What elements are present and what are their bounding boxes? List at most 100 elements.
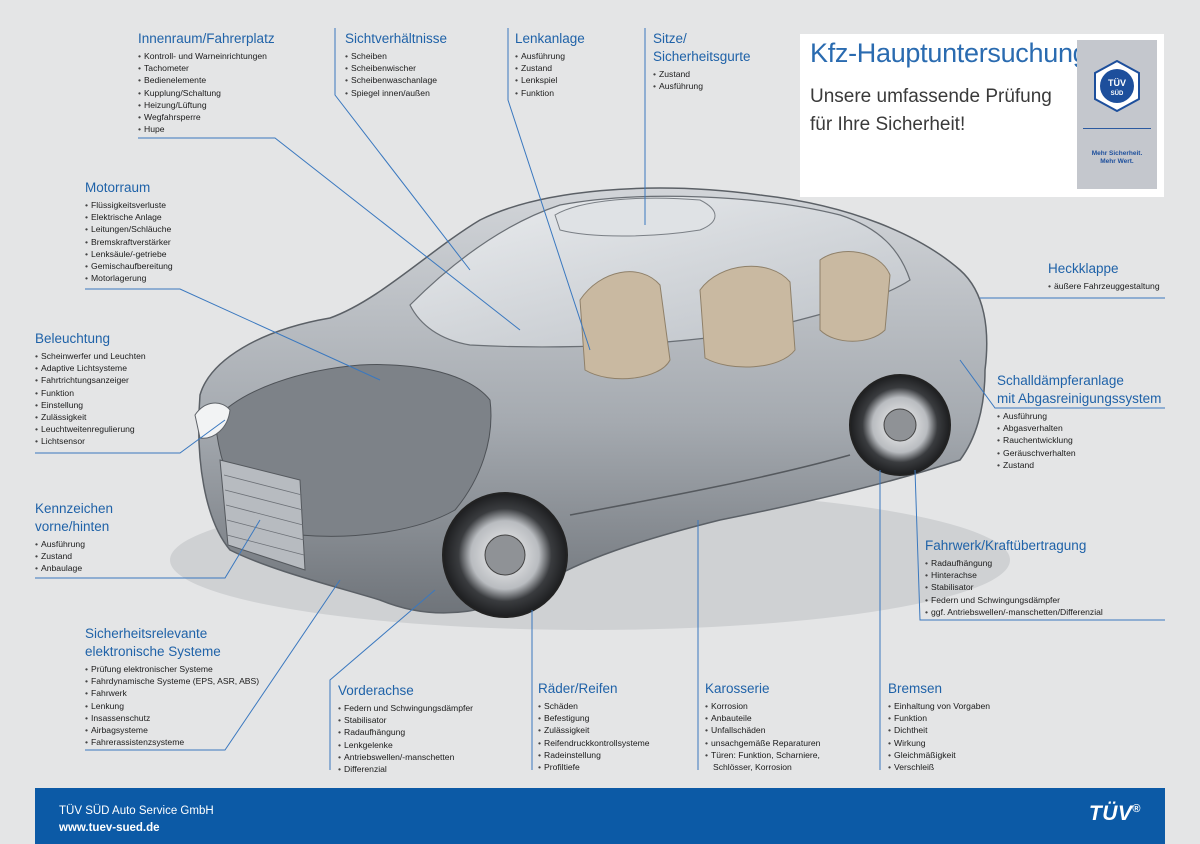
list-item: Anbaulage (35, 562, 113, 574)
label-sichtverhaeltnisse: Sichtverhältnisse ScheibenScheibenwische… (345, 30, 447, 99)
list-item: ggf. Antriebswellen/-manschetten/Differe… (925, 606, 1103, 618)
label-lenkanlage-list: AusführungZustandLenkspielFunktion (515, 50, 585, 99)
page-title: Kfz-Hauptuntersuchung (810, 38, 1088, 68)
list-item: Heizung/Lüftung (138, 99, 275, 111)
seal-text: TÜV (1108, 78, 1126, 88)
list-item: Bedienelemente (138, 74, 275, 86)
list-item: Bremskraftverstärker (85, 236, 173, 248)
label-elektronik: Sicherheitsrelevante elektronische Syste… (85, 625, 259, 748)
list-item: Insassenschutz (85, 712, 259, 724)
label-innenraum-list: Kontroll- und WarneinrichtungenTachomete… (138, 50, 275, 135)
list-item: Ausführung (515, 50, 585, 62)
list-item: Zustand (515, 62, 585, 74)
list-item: Befestigung (538, 712, 650, 724)
list-item: Lenkspiel (515, 74, 585, 86)
list-item: Zustand (35, 550, 113, 562)
label-heckklappe-list: äußere Fahrzeuggestaltung (1048, 280, 1160, 292)
slogan-line-2: Mehr Wert. (1100, 158, 1134, 165)
list-item: Antriebswellen/-manschetten (338, 751, 473, 763)
label-vorderachse-list: Federn und SchwingungsdämpferStabilisato… (338, 702, 473, 775)
footer-website-link[interactable]: www.tuev-sued.de (59, 822, 160, 834)
list-item: Differenzial (338, 763, 473, 775)
label-vorderachse: Vorderachse Federn und Schwingungsdämpfe… (338, 682, 473, 775)
list-item: Ausführung (35, 538, 113, 550)
list-item: Anbauteile (705, 712, 820, 724)
list-item: Lichtsensor (35, 435, 146, 447)
label-sitze-list: ZustandAusführung (653, 68, 751, 92)
label-karosserie-list: KorrosionAnbauteileUnfallschädenunsachge… (705, 700, 820, 761)
list-item: Dichtheit (888, 724, 990, 736)
list-item: Federn und Schwingungsdämpfer (925, 594, 1103, 606)
label-motorraum: Motorraum FlüssigkeitsverlusteElektrisch… (85, 179, 173, 284)
label-kennzeichen-title-2: vorne/hinten (35, 519, 110, 534)
label-schalldaempfer-title-2: mit Abgasreinigungssystem (997, 391, 1162, 406)
label-raeder-title: Räder/Reifen (538, 681, 618, 696)
label-beleuchtung: Beleuchtung Scheinwerfer und LeuchtenAda… (35, 330, 146, 448)
label-motorraum-list: FlüssigkeitsverlusteElektrische AnlageLe… (85, 199, 173, 284)
seats (579, 251, 891, 380)
list-item: Scheibenwischer (345, 62, 447, 74)
list-item: Hinterachse (925, 569, 1103, 581)
tuv-panel: TÜV SÜD Mehr Sicherheit. Mehr Wert. (1077, 40, 1157, 189)
list-item: Radaufhängung (338, 726, 473, 738)
list-item: Profiltiefe (538, 761, 650, 773)
list-item: Zustand (653, 68, 751, 80)
list-item: Einhaltung von Vorgaben (888, 700, 990, 712)
label-kennzeichen: Kennzeichen vorne/hinten AusführungZusta… (35, 500, 113, 575)
list-item: Stabilisator (925, 581, 1103, 593)
label-heckklappe-title: Heckklappe (1048, 261, 1119, 276)
list-item: Radeinstellung (538, 749, 650, 761)
list-item: Unfallschäden (705, 724, 820, 736)
list-item: Geräuschverhalten (997, 447, 1161, 459)
label-fahrwerk-title: Fahrwerk/Kraftübertragung (925, 538, 1087, 553)
list-item: Hupe (138, 123, 275, 135)
list-item: Lenkung (85, 700, 259, 712)
label-sicht-list: ScheibenScheibenwischerScheibenwaschanla… (345, 50, 447, 99)
list-item: Zustand (997, 459, 1161, 471)
label-karosserie-title: Karosserie (705, 681, 770, 696)
side-skirt (569, 454, 851, 516)
label-heckklappe: Heckklappe äußere Fahrzeuggestaltung (1048, 260, 1160, 292)
label-karosserie: Karosserie KorrosionAnbauteileUnfallschä… (705, 680, 820, 773)
list-item: Flüssigkeitsverluste (85, 199, 173, 211)
list-item: Korrosion (705, 700, 820, 712)
list-item: Ausführung (997, 410, 1161, 422)
list-item: Lenkgelenke (338, 739, 473, 751)
label-schalldaempfer-title-1: Schalldämpferanlage (997, 373, 1124, 388)
list-item: Stabilisator (338, 714, 473, 726)
list-item: Kontroll- und Warneinrichtungen (138, 50, 275, 62)
tuv-logo: TÜV® (1089, 802, 1141, 826)
label-lenkanlage-title: Lenkanlage (515, 31, 585, 46)
label-elektronik-title-1: Sicherheitsrelevante (85, 626, 208, 641)
label-sitze-title-2: Sicherheitsgurte (653, 49, 751, 64)
list-item: Prüfung elektronischer Systeme (85, 663, 259, 675)
list-item: Einstellung (35, 399, 146, 411)
label-schalldaempfer-list: AusführungAbgasverhaltenRauchentwicklung… (997, 410, 1161, 471)
label-raeder: Räder/Reifen SchädenBefestigungZulässigk… (538, 680, 650, 773)
list-item: Scheiben (345, 50, 447, 62)
leader-lines (35, 28, 1165, 770)
seal-subtext: SÜD (1111, 90, 1124, 97)
label-vorderachse-title: Vorderachse (338, 683, 414, 698)
label-beleuchtung-title: Beleuchtung (35, 331, 111, 346)
label-sicht-title: Sichtverhältnisse (345, 31, 448, 46)
label-kennzeichen-list: AusführungZustandAnbaulage (35, 538, 113, 575)
tuv-divider (1083, 128, 1151, 129)
list-item: Zulässigkeit (35, 411, 146, 423)
list-item: unsachgemäße Reparaturen (705, 737, 820, 749)
list-item: Rauchentwicklung (997, 434, 1161, 446)
footer-company: TÜV SÜD Auto Service GmbH (59, 805, 214, 817)
list-item: Fahrerassistenzsysteme (85, 736, 259, 748)
label-karosserie-item-cont: Schlösser, Korrosion (713, 762, 792, 773)
list-item: Fahrtrichtungsanzeiger (35, 374, 146, 386)
label-innenraum: Innenraum/Fahrerplatz Kontroll- und Warn… (138, 30, 275, 135)
list-item: Adaptive Lichtsysteme (35, 362, 146, 374)
tuv-seal-icon: TÜV SÜD (1094, 60, 1140, 112)
registered-mark: ® (1132, 803, 1141, 815)
list-item: Lenksäule/-getriebe (85, 248, 173, 260)
list-item: Verschleiß (888, 761, 990, 773)
list-item: Motorlagerung (85, 272, 173, 284)
list-item: Reifendruckkontrollsysteme (538, 737, 650, 749)
list-item: Kupplung/Schaltung (138, 87, 275, 99)
